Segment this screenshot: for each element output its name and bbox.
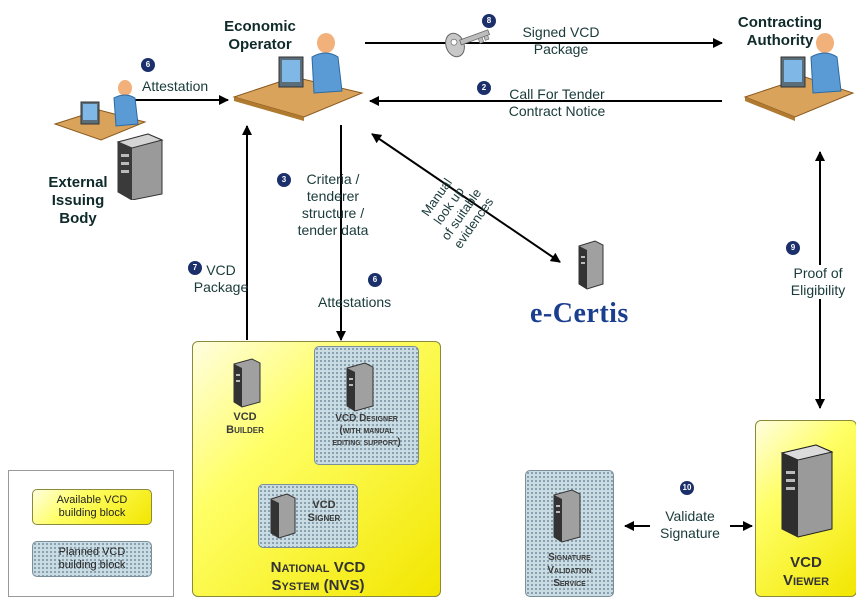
legend-planned-label: Planned VCD building block [58,546,126,571]
contracting-authority-label: Contracting Authority [737,14,823,49]
external-issuing-body-label: External Issuing Body [48,174,108,227]
proof-of-eligibility-label: Proof of Eligibility [778,265,856,299]
badge-9: 9 [786,241,800,255]
badge-7: 7 [188,261,202,275]
legend-available-label: Available VCD building block [56,494,128,519]
nvs-title: National VCD System (NVS) [270,559,366,594]
badge-3: 3 [277,173,291,187]
signature-validation-label: Signature Validation Service [547,552,592,589]
vcd-designer-label: VCD Designer (with manual editing suppor… [332,413,401,448]
validation-server-icon [550,489,582,543]
attestations-label: Attestations [318,294,392,310]
arrow-manual-lookup [371,133,561,263]
vcd-builder-label: VCD Builder [226,411,264,436]
ecertis-server-icon [575,240,605,290]
attestation-label: Attestation [142,78,209,94]
badge-6-attestation: 6 [141,58,155,72]
badge-2: 2 [477,81,491,95]
legend: Available VCD building block Planned VCD… [8,470,174,597]
economic-operator-label: Economic Operator [224,18,296,53]
vcd-package-label: VCD Package [193,262,249,295]
badge-6-attestations: 6 [368,273,382,287]
ecertis-logo: e-Certis [530,298,660,332]
vcd-viewer-label: VCD Viewer [782,554,830,589]
call-for-tender-label: Call For Tender Contract Notice [508,86,606,119]
designer-server-icon [343,362,375,412]
viewer-server-icon [776,443,836,538]
signature-validation-box: Signature Validation Service [525,470,614,597]
legend-available-swatch: Available VCD building block [32,489,152,525]
signed-vcd-label: Signed VCD Package [522,24,600,57]
badge-8: 8 [482,14,496,28]
badge-10: 10 [680,481,694,495]
vcd-signer-box: VCD Signer [258,484,358,548]
validate-signature-label: Validate Signature [650,508,730,542]
ecertis-logo-text: e-Certis [530,298,629,329]
vcd-viewer-box: VCD Viewer [755,420,856,597]
legend-planned-swatch: Planned VCD building block [32,541,152,577]
builder-server-icon [230,358,262,408]
vcd-signer-label: VCD Signer [307,499,341,524]
signer-server-icon [267,493,297,539]
vcd-designer-box: VCD Designer (with manual editing suppor… [314,346,419,465]
external-server-icon [112,132,164,201]
criteria-label: Criteria / tenderer structure / tender d… [297,171,369,238]
